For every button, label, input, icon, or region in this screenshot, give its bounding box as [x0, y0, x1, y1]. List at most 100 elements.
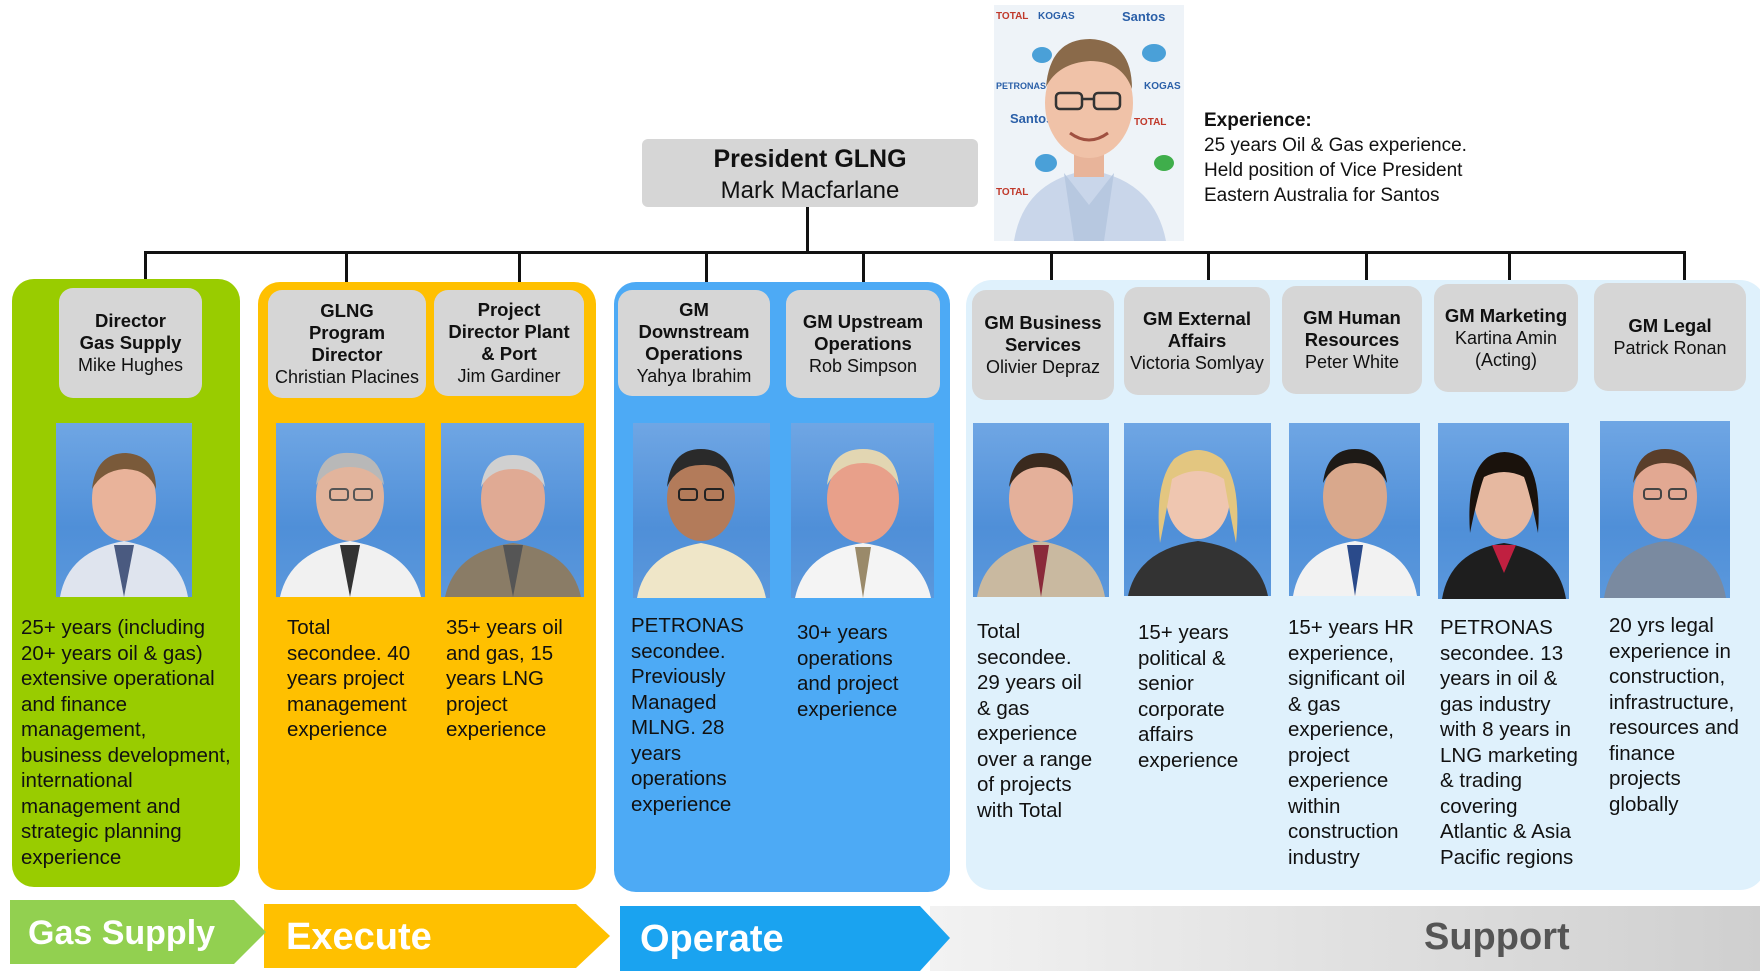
connector-drop — [1508, 251, 1511, 286]
role-name: Rob Simpson — [808, 356, 918, 376]
role-name: Peter White — [1304, 352, 1400, 372]
desc-line: Managed — [631, 690, 717, 714]
connector-horizontal-bar — [144, 251, 1686, 254]
role-description: PETRONAS secondee. Previously Managed ML… — [631, 613, 771, 817]
role-title: Operations — [645, 343, 743, 364]
president-name: Mark Macfarlane — [720, 177, 900, 204]
desc-line: within — [1288, 794, 1341, 818]
role-title: GM Human — [1303, 307, 1401, 328]
desc-line: experience — [797, 697, 898, 721]
role-name: Yahya Ibrahim — [636, 366, 752, 386]
role-name: Victoria Somlyay — [1130, 353, 1264, 373]
role-title: & Port — [481, 343, 537, 364]
desc-line: industry — [1288, 845, 1360, 869]
connector-drop — [345, 251, 348, 290]
desc-line: 30+ years — [797, 621, 888, 644]
desc-line: PETRONAS — [1440, 616, 1553, 639]
role-name: Jim Gardiner — [457, 366, 561, 386]
desc-line: resources and — [1609, 716, 1739, 739]
role-box-gm-downstream: GM Downstream Operations Yahya Ibrahim — [618, 290, 770, 396]
role-name-acting: (Acting) — [1474, 350, 1537, 370]
role-box-gm-hr: GM Human Resources Peter White — [1282, 286, 1422, 394]
connector-president-down — [806, 207, 809, 254]
desc-line: 25+ years (including — [21, 616, 206, 639]
role-name: Christian Placines — [274, 367, 420, 387]
desc-line: Pacific regions — [1440, 845, 1574, 869]
phase-label-execute: Execute — [286, 916, 432, 958]
portrait-photo — [56, 423, 192, 597]
role-title: Operations — [814, 333, 912, 354]
role-title: Program — [308, 322, 386, 343]
desc-line: of projects — [977, 773, 1072, 796]
phase-label-support: Support — [1424, 916, 1570, 958]
desc-line: construction — [1288, 820, 1399, 843]
role-box-gm-upstream: GM Upstream Operations Rob Simpson — [786, 290, 940, 398]
desc-line: experience in — [1609, 639, 1731, 663]
role-title: GM — [679, 299, 709, 320]
backdrop-logo-text: TOTAL — [996, 11, 1028, 22]
backdrop-logo-text: TOTAL — [1134, 117, 1166, 128]
desc-line: 20 yrs legal — [1609, 614, 1714, 637]
desc-line: MLNG. 28 — [631, 716, 725, 739]
desc-line: Total — [977, 620, 1021, 643]
desc-line: construction, — [1609, 665, 1726, 688]
desc-line: management, — [21, 718, 147, 741]
experience-line: Held position of Vice President — [1204, 160, 1463, 181]
phase-arrow-operate — [620, 906, 950, 971]
portrait-photo — [276, 423, 425, 597]
role-title: GLNG — [320, 300, 374, 321]
portrait-photo — [1438, 423, 1569, 599]
desc-line: strategic planning — [21, 820, 182, 843]
role-description: 30+ years operations and project experie… — [797, 620, 937, 722]
desc-line: finance — [1609, 741, 1676, 765]
desc-line: over a range — [977, 747, 1093, 771]
role-title: Resources — [1304, 329, 1400, 350]
desc-line: experience — [287, 718, 388, 741]
desc-line: secondee. 13 — [1440, 641, 1564, 665]
president-title: President GLNG — [713, 145, 907, 173]
backdrop-logo-text: KOGAS — [1038, 11, 1075, 22]
president-box: President GLNG Mark Macfarlane — [642, 139, 978, 207]
desc-line: 15+ years HR — [1288, 616, 1414, 639]
portrait-photo — [441, 423, 584, 597]
role-name: Patrick Ronan — [1613, 338, 1727, 358]
desc-line: & trading — [1440, 769, 1523, 792]
desc-line: operations — [797, 646, 893, 670]
experience-line: 25 years Oil & Gas experience. — [1204, 135, 1467, 156]
role-title: Affairs — [1167, 330, 1227, 351]
desc-line: 35+ years oil — [446, 616, 563, 639]
role-title: Director Plant — [448, 321, 570, 342]
desc-line: 29 years oil — [977, 671, 1082, 694]
president-photo: TOTAL KOGAS Santos PETRONAS Santos TOTAL… — [994, 5, 1184, 241]
desc-line: political & — [1138, 646, 1226, 670]
role-title: Gas Supply — [79, 332, 182, 353]
role-description: Total secondee. 40 years project managem… — [287, 615, 435, 743]
role-box-gas-supply-director: Director Gas Supply Mike Hughes — [59, 288, 202, 398]
desc-line: experience — [21, 845, 122, 869]
portrait-photo — [1289, 423, 1420, 596]
experience-line: Eastern Australia for Santos — [1204, 185, 1440, 206]
role-title: Director — [311, 344, 383, 365]
role-title: Services — [1004, 334, 1082, 355]
phase-label-operate: Operate — [640, 918, 784, 960]
desc-line: corporate — [1138, 697, 1225, 721]
desc-line: years — [631, 741, 682, 765]
phase-label-gas-supply: Gas Supply — [28, 914, 216, 952]
role-name: Olivier Depraz — [985, 357, 1101, 377]
backdrop-logo-text: TOTAL — [996, 187, 1028, 198]
portrait-photo — [791, 423, 934, 598]
desc-line: and finance — [21, 692, 128, 716]
role-description: 15+ years political & senior corporate a… — [1138, 620, 1278, 773]
desc-line: extensive operational — [21, 667, 215, 690]
role-description: 20 yrs legal experience in construction,… — [1609, 613, 1759, 817]
role-title: Downstream — [638, 321, 750, 342]
role-name: Kartina Amin — [1454, 328, 1558, 348]
desc-line: years project — [287, 667, 405, 690]
role-title: Project — [477, 299, 541, 320]
role-description: 25+ years (including 20+ years oil & gas… — [21, 615, 246, 870]
role-box-gm-legal: GM Legal Patrick Ronan — [1594, 283, 1746, 391]
desc-line: experience — [446, 718, 547, 741]
role-box-gm-external: GM External Affairs Victoria Somlyay — [1124, 287, 1270, 395]
desc-line: management and — [21, 794, 181, 818]
phase-arrow-execute — [264, 904, 610, 968]
